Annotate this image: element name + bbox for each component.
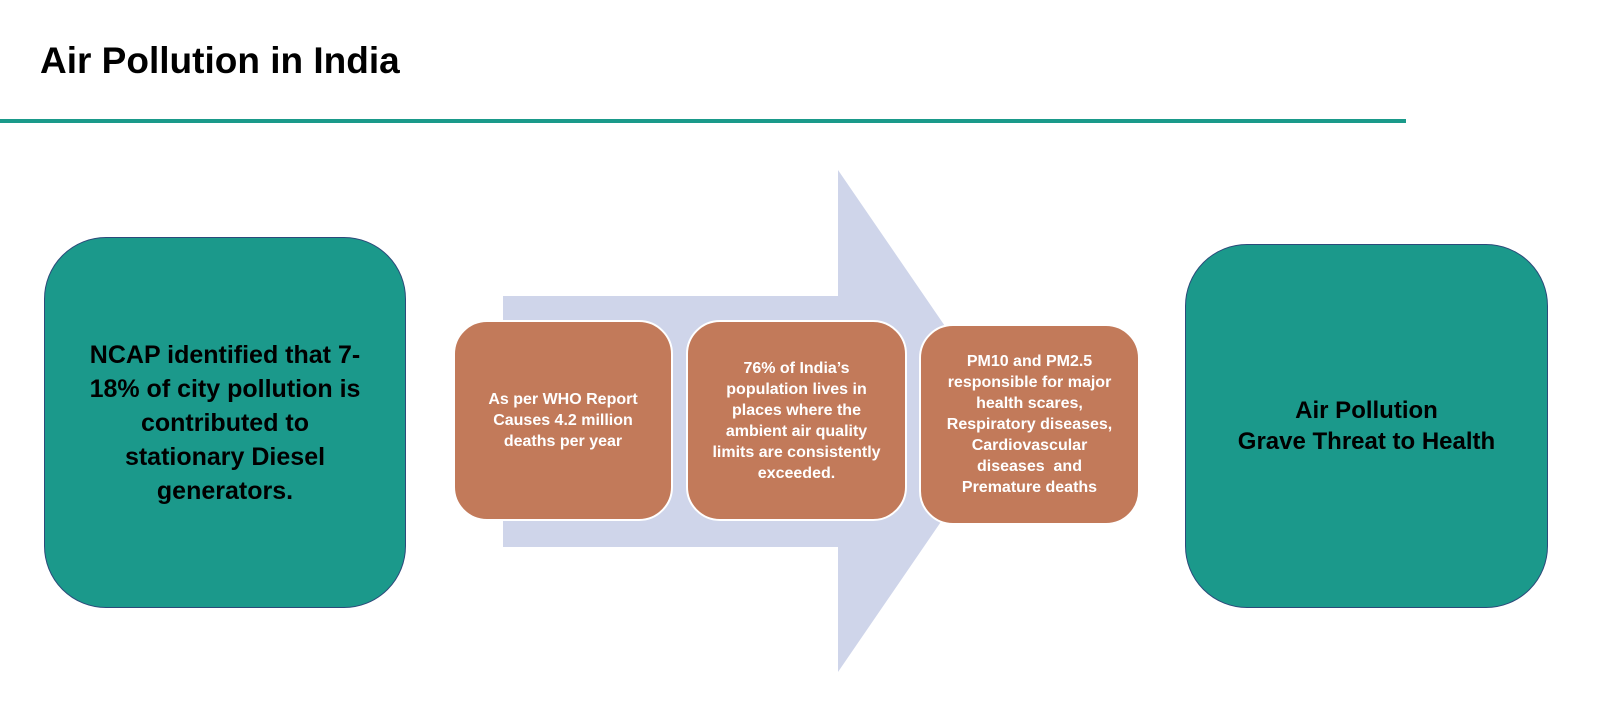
text-line: Premature deaths bbox=[961, 479, 1098, 496]
text-line: stationary Diesel bbox=[124, 442, 326, 471]
text-line: places where the bbox=[732, 401, 861, 419]
text-line: Cardiovascular bbox=[971, 437, 1088, 454]
text-line: health scares, bbox=[976, 395, 1083, 412]
text-line: ambient air quality bbox=[725, 422, 868, 440]
text-line: As per WHO Report bbox=[488, 391, 638, 408]
text-line: NCAP identified that 7- bbox=[89, 340, 361, 369]
text-line: 76% of India’s bbox=[743, 359, 850, 377]
text-line: deaths per year bbox=[503, 433, 623, 450]
text-line: PM10 and PM2.5 bbox=[966, 353, 1093, 370]
text-line: population lives in bbox=[726, 380, 867, 398]
text-line: exceeded. bbox=[757, 464, 836, 482]
slide-title: Air Pollution in India bbox=[40, 40, 400, 81]
text-line: responsible for major bbox=[947, 374, 1112, 391]
text-line: Causes 4.2 million bbox=[493, 412, 633, 429]
text-line: contributed to bbox=[140, 408, 310, 437]
text-line: generators. bbox=[156, 476, 294, 505]
step-box-pm-effects: PM10 and PM2.5 responsible for major healt… bbox=[919, 324, 1140, 525]
left-summary-box: NCAP identified that 7- 18% of city pollu… bbox=[44, 237, 406, 608]
text-line: 18% of city pollution is bbox=[89, 374, 361, 403]
text-line: Air Pollution bbox=[1295, 397, 1438, 424]
title-divider bbox=[0, 119, 1406, 123]
text-line: Grave Threat to Health bbox=[1237, 428, 1496, 455]
step-box-population: 76% of India’s population lives in places … bbox=[686, 320, 907, 521]
text-line: Respiratory diseases, bbox=[946, 416, 1113, 433]
text-line: diseases and bbox=[977, 458, 1082, 475]
text-line: limits are consistently bbox=[712, 443, 881, 461]
